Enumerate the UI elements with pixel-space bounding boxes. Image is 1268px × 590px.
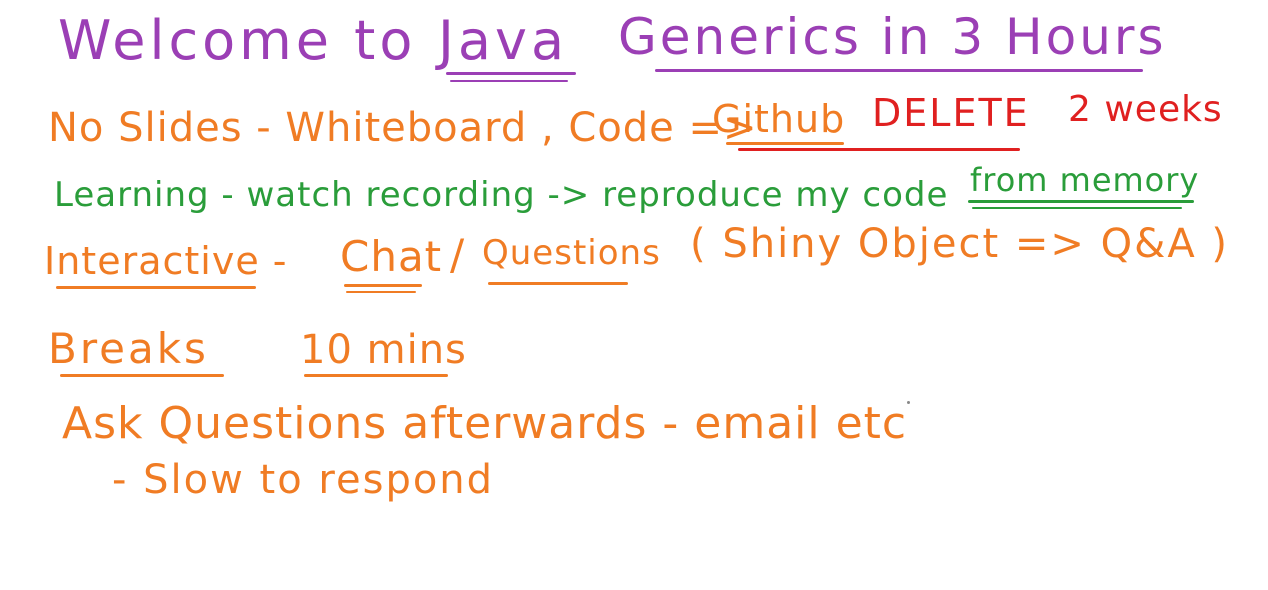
line3-interactive: Interactive - bbox=[44, 239, 288, 283]
title-java-underline-2 bbox=[450, 80, 568, 82]
title-generics: Generics in 3 Hours bbox=[618, 8, 1167, 66]
line1-delete: DELETE bbox=[872, 91, 1030, 135]
line2-from-memory: from memory bbox=[970, 161, 1200, 199]
line3-questions: Questions bbox=[482, 233, 661, 273]
line1-weeks: 2 weeks bbox=[1068, 89, 1223, 130]
title-java: Java bbox=[438, 9, 569, 72]
line1-github: Github bbox=[712, 97, 846, 141]
line5-ask-questions: Ask Questions afterwards - email etc bbox=[62, 398, 908, 449]
line1-no-slides: No Slides - Whiteboard , Code => bbox=[48, 105, 758, 151]
line2-memory-underline-2 bbox=[972, 207, 1182, 209]
title-welcome: Welcome to bbox=[58, 9, 417, 72]
line5-slow-to-respond: - Slow to respond bbox=[112, 457, 495, 503]
line3-shiny-object: ( Shiny Object => Q&A ) bbox=[690, 221, 1230, 267]
line4-mins: 10 mins bbox=[300, 327, 467, 373]
line3-chat-underline-2 bbox=[346, 291, 416, 293]
line2-memory-underline bbox=[968, 200, 1194, 203]
line4-mins-underline bbox=[304, 374, 448, 377]
line4-breaks: Breaks bbox=[48, 324, 209, 373]
line1-delete-underline bbox=[738, 148, 1020, 151]
stray-dot bbox=[907, 401, 910, 404]
line1-github-underline bbox=[726, 142, 844, 145]
line2-learning: Learning - watch recording -> reproduce … bbox=[54, 175, 949, 215]
line3-slash: / bbox=[450, 230, 466, 279]
line4-breaks-underline bbox=[60, 374, 224, 377]
title-java-underline bbox=[446, 72, 576, 75]
line3-chat-underline bbox=[344, 284, 422, 287]
line3-chat: Chat bbox=[340, 232, 443, 281]
line3-questions-underline bbox=[488, 282, 628, 285]
line3-interactive-underline bbox=[56, 286, 256, 289]
title-generics-underline bbox=[655, 69, 1143, 72]
